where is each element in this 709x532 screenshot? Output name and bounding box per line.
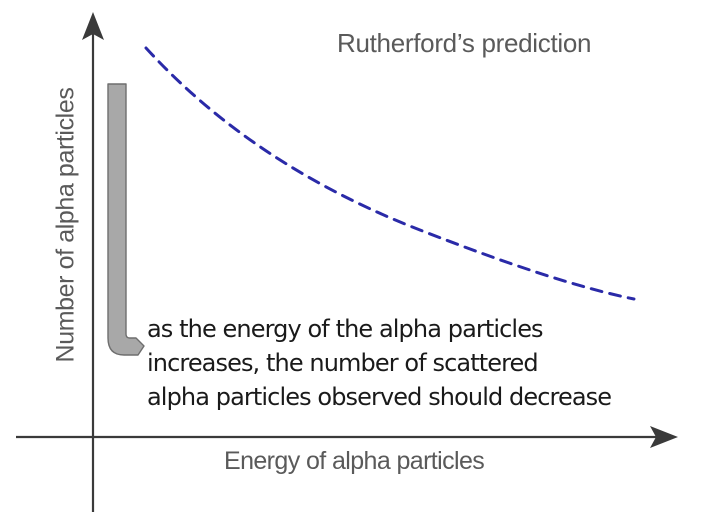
diagram-title: Rutherford’s prediction [337,28,592,58]
y-axis-arrowhead-icon [82,12,104,40]
callout-bracket-icon [107,83,145,356]
prediction-curve [144,46,636,301]
x-axis [16,426,678,448]
annotation-line: as the energy of the alpha particles [147,315,544,343]
annotation-line: increases, the number of scattered [147,349,539,377]
y-axis [82,12,104,512]
annotation-text: as the energy of the alpha particles inc… [147,312,612,414]
y-axis-label: Number of alpha particles [51,87,80,363]
annotation-line: alpha particles observed should decrease [147,383,612,411]
x-axis-label: Energy of alpha particles [224,447,485,475]
x-axis-arrowhead-icon [650,426,678,448]
